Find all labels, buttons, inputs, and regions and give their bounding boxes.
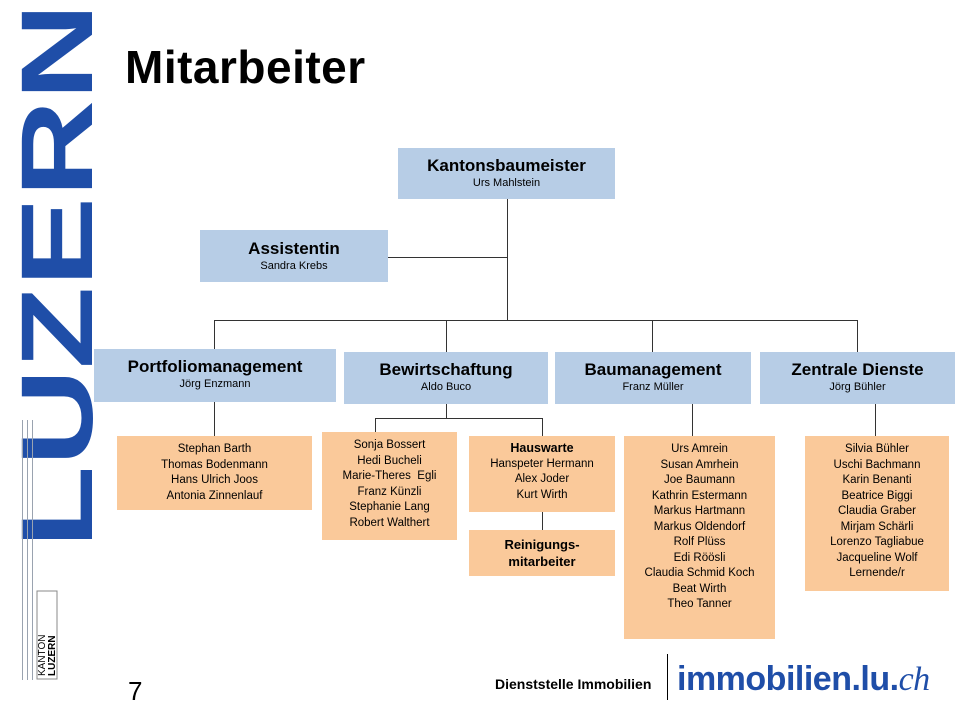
luzern-logo-wordmark: LUZERN [12, 3, 100, 548]
reinigung-label: Reinigungs- [504, 537, 580, 552]
kanton-text: KANTON [37, 635, 48, 677]
staff-name: Hedi Bucheli [357, 454, 422, 467]
dept-baumanagement: Baumanagement Franz Müller [555, 352, 751, 404]
staff-name: Beatrice Biggi [841, 489, 913, 502]
staff-name: Lernende/r [849, 567, 905, 579]
dept-head-name: Franz Müller [622, 381, 684, 393]
luzern-logo: LUZERN [12, 0, 100, 560]
staff-name: Jacqueline Wolf [836, 551, 918, 564]
page-number: 7 [128, 676, 143, 706]
logo-line [27, 420, 28, 680]
staff-zentrale-dienste: Silvia Bühler Uschi Bachmann Karin Benan… [805, 436, 949, 591]
connector [446, 404, 447, 418]
connector [388, 257, 507, 258]
dept-head-name: Jörg Bühler [829, 381, 886, 393]
staff-portfolio: Stephan Barth Thomas Bodenmann Hans Ulri… [117, 436, 312, 510]
connector [214, 402, 215, 436]
kanton-luzern-text: LUZERN [47, 635, 58, 676]
dept-bewirtschaftung: Bewirtschaftung Aldo Buco [344, 352, 548, 404]
connector [214, 320, 215, 349]
staff-name: Alex Joder [514, 473, 570, 485]
connector [857, 320, 858, 352]
connector [214, 320, 858, 321]
logo-line [32, 420, 33, 680]
staff-name: Sonja Bossert [353, 439, 426, 451]
connector [446, 320, 447, 352]
staff-name: Stephanie Lang [349, 501, 430, 513]
kanton-mark-svg: KANTON LUZERN [36, 590, 58, 680]
footer-site: immobilien.lu.ch [677, 660, 930, 699]
kanton-luzern-mark: KANTON LUZERN [36, 590, 58, 680]
assistentin-title: Assistentin [248, 239, 340, 258]
connector [542, 512, 543, 530]
kantonsbaumeister-name: Urs Mahlstein [472, 177, 541, 189]
logo-line [22, 420, 23, 680]
kantonsbaumeister-box: Kantonsbaumeister Urs Mahlstein [398, 148, 615, 199]
staff-name: Antonia Zinnenlauf [166, 489, 263, 502]
footer-site-tld: ch [898, 661, 931, 698]
hauswarte-title: Hauswarte [510, 441, 574, 455]
staff-name: Susan Amrhein [660, 458, 739, 471]
staff-name: Silvia Bühler [845, 443, 909, 455]
dept-title: Portfoliomanagement [127, 357, 303, 376]
staff-name: Claudia Graber [838, 505, 916, 517]
luzern-logo-text: LUZERN [12, 3, 100, 548]
footer-dienststelle: Dienststelle Immobilien [495, 676, 652, 692]
staff-name: Kathrin Estermann [651, 489, 748, 502]
staff-name: Joe Baumann [664, 474, 735, 486]
staff-name: Mirjam Schärli [840, 520, 914, 533]
assistentin-box: Assistentin Sandra Krebs [200, 230, 388, 282]
connector [507, 199, 508, 320]
connector [542, 418, 543, 436]
connector [375, 418, 376, 432]
staff-reinigung: Reinigungs- mitarbeiter [469, 530, 615, 576]
staff-name: Lorenzo Tagliabue [830, 536, 924, 548]
staff-name: Robert Walthert [349, 516, 430, 529]
staff-name: Thomas Bodenmann [161, 458, 268, 471]
staff-name: Theo Tanner [667, 598, 732, 610]
staff-name: Uschi Bachmann [833, 458, 921, 471]
staff-baumanagement: Urs Amrein Susan Amrhein Joe Baumann Kat… [624, 436, 775, 639]
reinigung-label: mitarbeiter [508, 554, 576, 569]
dept-portfoliomanagement: Portfoliomanagement Jörg Enzmann [94, 349, 336, 402]
staff-name: Edi Röösli [673, 551, 726, 564]
staff-name: Urs Amrein [671, 443, 728, 455]
staff-bewirtschaftung: Sonja Bossert Hedi Bucheli Marie-Theres … [322, 432, 457, 540]
connector [875, 404, 876, 436]
staff-name: Rolf Plüss [673, 536, 726, 548]
connector [375, 418, 543, 419]
staff-name: Karin Benanti [842, 474, 912, 486]
staff-name: Markus Hartmann [653, 505, 746, 517]
staff-name: Claudia Schmid Koch [644, 567, 755, 579]
staff-name: Beat Wirth [672, 582, 727, 595]
staff-hauswarte: Hauswarte Hanspeter Hermann Alex Joder K… [469, 436, 615, 512]
dept-title: Bewirtschaftung [379, 360, 513, 379]
dept-zentrale-dienste: Zentrale Dienste Jörg Bühler [760, 352, 955, 404]
kantonsbaumeister-title: Kantonsbaumeister [427, 156, 586, 175]
page-title: Mitarbeiter [125, 41, 366, 93]
staff-name: Franz Künzli [357, 485, 422, 498]
staff-name: Markus Oldendorf [653, 520, 746, 533]
dept-head-name: Jörg Enzmann [179, 378, 251, 390]
footer-site-name: immobilien.lu. [677, 660, 899, 698]
connector [652, 320, 653, 352]
assistentin-name: Sandra Krebs [260, 260, 328, 272]
footer-divider [667, 654, 668, 700]
staff-name: Marie-Theres Egli [342, 470, 437, 482]
dept-title: Baumanagement [584, 360, 722, 379]
staff-name: Stephan Barth [177, 443, 252, 455]
connector [692, 404, 693, 436]
dept-title: Zentrale Dienste [791, 360, 924, 379]
dept-head-name: Aldo Buco [420, 381, 472, 393]
staff-name: Kurt Wirth [516, 488, 568, 501]
staff-name: Hans Ulrich Joos [171, 474, 258, 486]
staff-name: Hanspeter Hermann [490, 457, 594, 470]
